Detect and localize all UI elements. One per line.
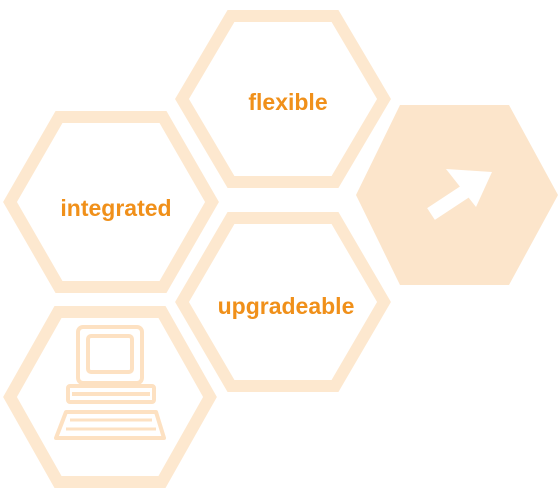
hexagon-integrated: integrated (3, 111, 219, 293)
desktop-computer-icon (54, 325, 166, 440)
hexagon-integrated-label: integrated (60, 195, 171, 221)
hexagon-flexible-label: flexible (248, 89, 327, 115)
hexagon-flexible-outline (175, 10, 391, 188)
hexagon-arrow (356, 105, 558, 285)
hexagon-computer (3, 306, 217, 488)
hexagon-flexible: flexible (175, 10, 391, 188)
hexagon-upgradeable: upgradeable (175, 212, 391, 392)
hexagon-integrated-outline (3, 111, 219, 293)
hexagon-upgradeable-label: upgradeable (218, 293, 355, 319)
arrow-up-right-icon (427, 169, 492, 220)
hexagon-computer-outline (3, 306, 217, 488)
hexagon-upgradeable-outline (175, 212, 391, 392)
